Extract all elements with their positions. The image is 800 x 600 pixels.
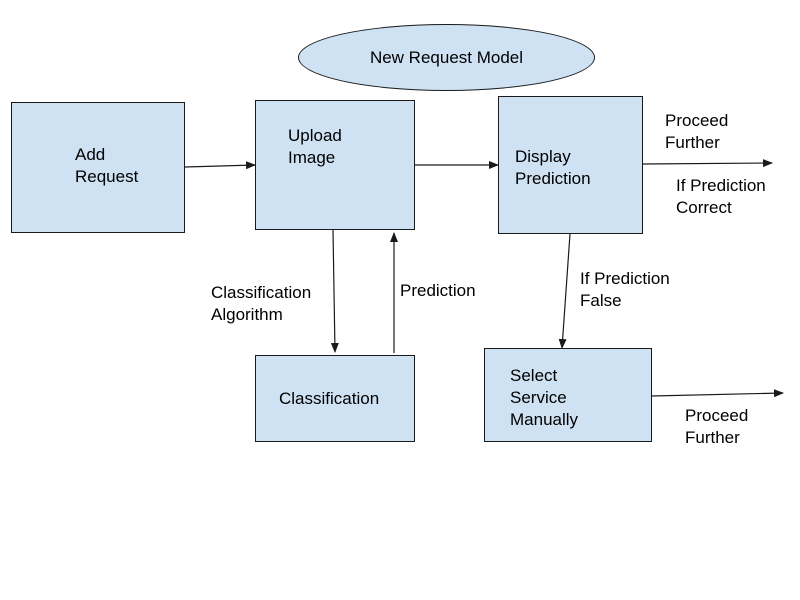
node-classification: Classification xyxy=(255,355,415,442)
node-add-request: Add Request xyxy=(11,102,185,233)
arrow-select-service-proceed-further xyxy=(651,389,784,398)
edge-label-if-prediction-correct: If Prediction Correct xyxy=(676,176,766,217)
edge-label-if-prediction-false: If Prediction False xyxy=(580,269,670,310)
node-add-request-label: Add Request xyxy=(75,145,139,186)
edge-label-proceed-further-bottom: Proceed Further xyxy=(685,406,749,447)
node-select-service: Select Service Manually xyxy=(484,348,652,442)
node-display-prediction: Display Prediction xyxy=(498,96,643,234)
diagram-title-ellipse: New Request Model xyxy=(298,24,595,91)
node-upload-image-label: Upload Image xyxy=(288,126,342,167)
node-display-prediction-label: Display Prediction xyxy=(515,147,591,188)
node-classification-label: Classification xyxy=(279,389,380,408)
edge-label-prediction: Prediction xyxy=(400,281,476,300)
arrow-upload-image-to-classification xyxy=(330,229,339,353)
node-upload-image: Upload Image xyxy=(255,100,415,230)
diagram-title: New Request Model xyxy=(369,47,524,67)
arrow-display-prediction-proceed-further xyxy=(642,159,773,168)
node-select-service-label: Select Service Manually xyxy=(510,366,579,429)
edge-label-classification-algorithm: Classification Algorithm xyxy=(211,283,312,324)
arrow-add-request-to-upload-image xyxy=(184,161,256,170)
edge-label-proceed-further-top: Proceed Further xyxy=(665,111,729,152)
arrow-display-prediction-to-select-service xyxy=(558,233,571,349)
